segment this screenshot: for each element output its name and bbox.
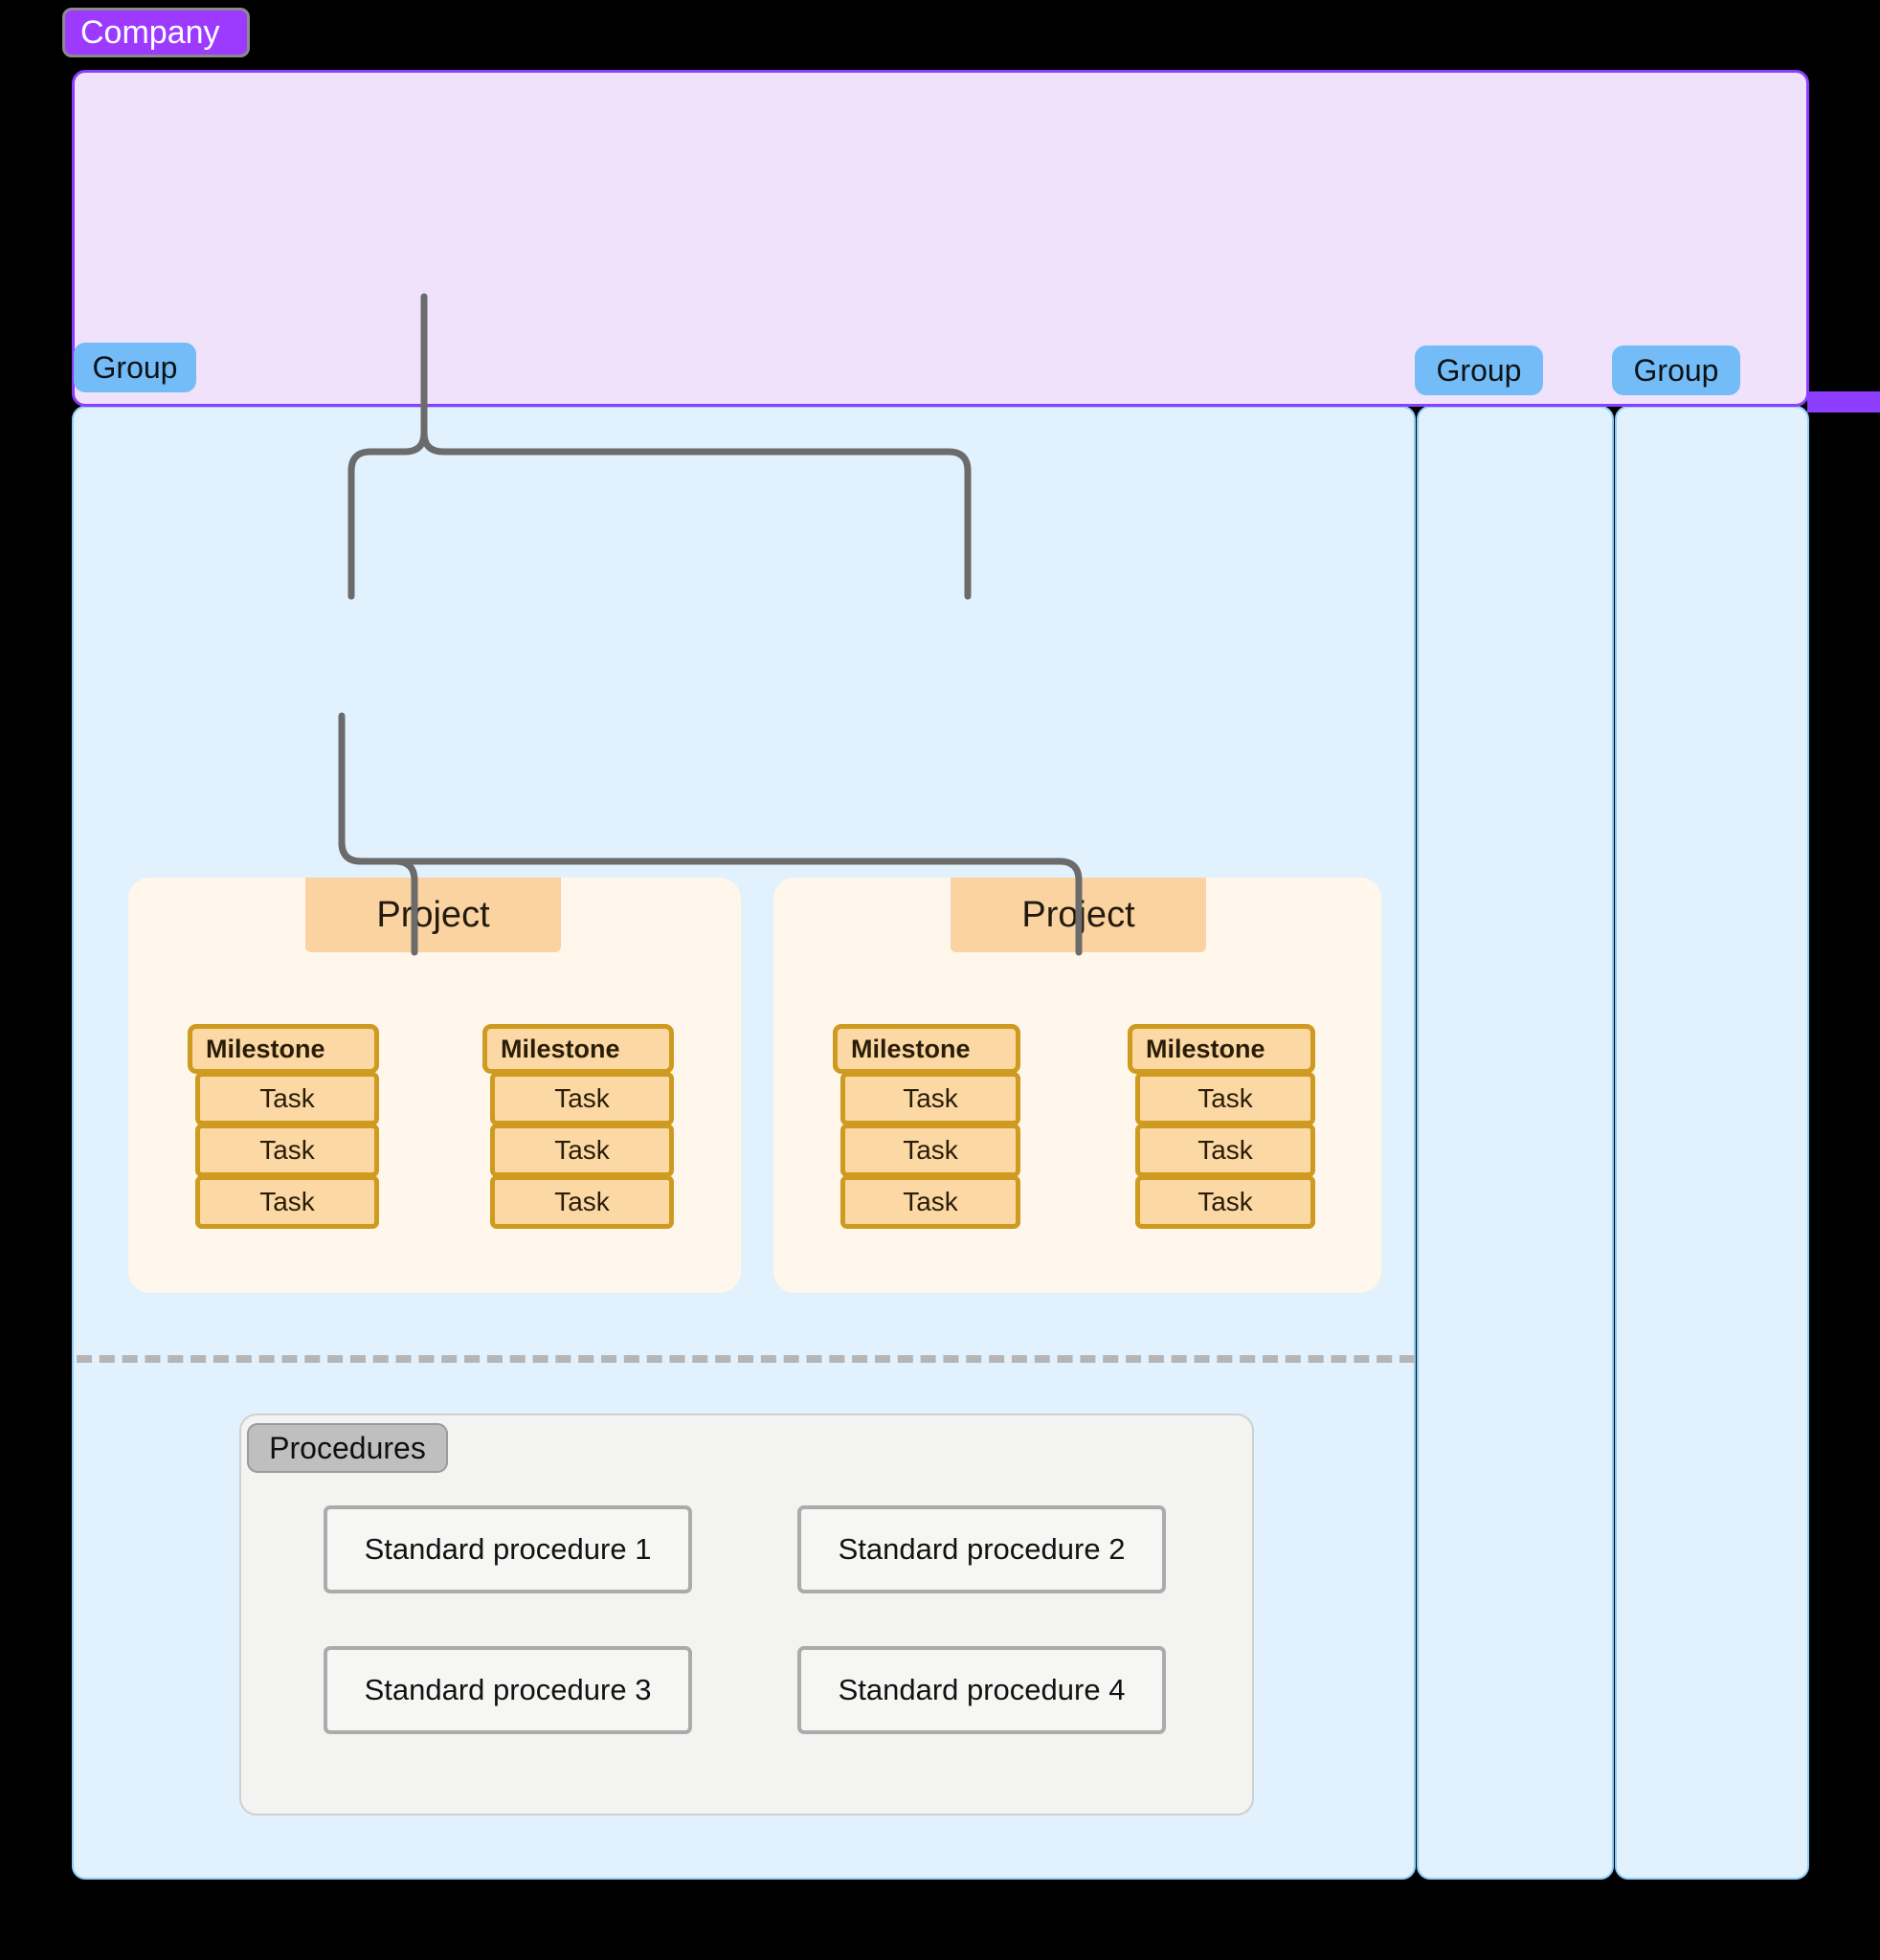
task-item[interactable]: Task (840, 1072, 1020, 1125)
task-list: Task Task Task (482, 1072, 674, 1229)
group-tab-2-label: Group (1436, 352, 1522, 388)
procedures-panel[interactable] (239, 1414, 1254, 1815)
group-tab-3-label: Group (1633, 352, 1719, 388)
task-item[interactable]: Task (195, 1072, 379, 1125)
task-item[interactable]: Task (840, 1175, 1020, 1229)
procedure-item-3[interactable]: Standard procedure 3 (324, 1646, 692, 1734)
milestone-label[interactable]: Milestone (188, 1024, 379, 1074)
group-tab-1-label: Group (92, 349, 178, 385)
procedure-item-2[interactable]: Standard procedure 2 (797, 1505, 1166, 1593)
task-item[interactable]: Task (490, 1124, 674, 1177)
procedure-item-1[interactable]: Standard procedure 1 (324, 1505, 692, 1593)
milestone-group-2-2: Milestone Task Task Task (1128, 1024, 1315, 1229)
project-header-1[interactable]: Project (305, 878, 561, 952)
procedure-item-3-label: Standard procedure 3 (364, 1673, 652, 1706)
procedures-tab-label: Procedures (269, 1430, 426, 1465)
milestone-label[interactable]: Milestone (1128, 1024, 1315, 1074)
procedure-item-4[interactable]: Standard procedure 4 (797, 1646, 1166, 1734)
task-item[interactable]: Task (195, 1124, 379, 1177)
group-tab-3[interactable]: Group (1612, 345, 1740, 395)
milestone-label[interactable]: Milestone (833, 1024, 1020, 1074)
company-overflow-bar (1807, 391, 1880, 412)
task-list: Task Task Task (188, 1072, 379, 1229)
group-tab-2[interactable]: Group (1415, 345, 1543, 395)
section-divider (77, 1355, 1415, 1363)
milestone-group-1-2: Milestone Task Task Task (482, 1024, 674, 1229)
procedure-item-4-label: Standard procedure 4 (838, 1673, 1126, 1706)
company-tab-label: Company (80, 13, 220, 51)
task-item[interactable]: Task (195, 1175, 379, 1229)
task-item[interactable]: Task (1135, 1175, 1315, 1229)
task-item[interactable]: Task (1135, 1072, 1315, 1125)
task-list: Task Task Task (833, 1072, 1020, 1229)
group-column-2[interactable] (1417, 406, 1614, 1880)
group-column-3[interactable] (1615, 406, 1809, 1880)
milestone-group-2-1: Milestone Task Task Task (833, 1024, 1020, 1229)
project-header-2[interactable]: Project (951, 878, 1206, 952)
milestone-label[interactable]: Milestone (482, 1024, 674, 1074)
task-list: Task Task Task (1128, 1072, 1315, 1229)
project-header-2-label: Project (1021, 894, 1135, 935)
procedures-tab[interactable]: Procedures (247, 1423, 448, 1473)
group-tab-1[interactable]: Group (74, 343, 196, 392)
task-item[interactable]: Task (490, 1072, 674, 1125)
procedure-item-2-label: Standard procedure 2 (838, 1532, 1126, 1566)
company-tab[interactable]: Company (62, 8, 250, 57)
project-header-1-label: Project (376, 894, 490, 935)
task-item[interactable]: Task (490, 1175, 674, 1229)
milestone-group-1-1: Milestone Task Task Task (188, 1024, 379, 1229)
company-container[interactable] (72, 70, 1809, 407)
task-item[interactable]: Task (1135, 1124, 1315, 1177)
procedure-item-1-label: Standard procedure 1 (364, 1532, 652, 1566)
task-item[interactable]: Task (840, 1124, 1020, 1177)
